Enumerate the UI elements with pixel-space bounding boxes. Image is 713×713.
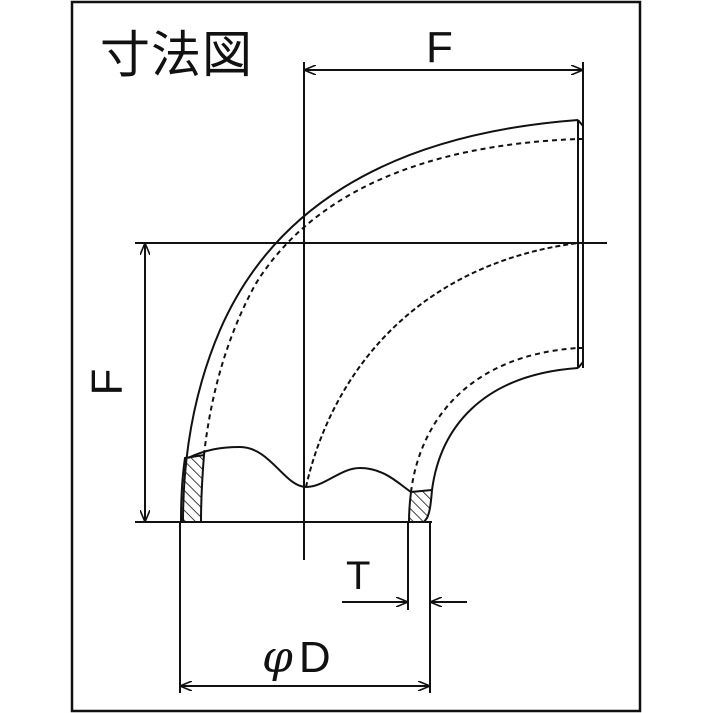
diameter-label: D bbox=[298, 633, 331, 682]
diameter-symbol: φ bbox=[262, 632, 293, 683]
elbow-inner-wall bbox=[431, 367, 579, 491]
diagram-title: 寸法図 bbox=[100, 26, 253, 84]
elbow-outer-inner-surface bbox=[203, 138, 579, 456]
break-line bbox=[187, 445, 412, 493]
thickness-label: T bbox=[346, 554, 371, 598]
drawing-frame bbox=[70, 0, 642, 713]
elbow-inner-surface bbox=[410, 347, 579, 493]
top-f-label: F bbox=[426, 23, 453, 72]
elbow-outer-wall bbox=[182, 119, 579, 523]
section-hatch-left bbox=[179, 453, 206, 523]
section-hatch-right bbox=[407, 488, 434, 523]
elbow-center-arc bbox=[305, 242, 579, 488]
right-end-bevel-top bbox=[577, 119, 584, 127]
right-end-bevel-bottom bbox=[577, 361, 584, 369]
left-f-label: F bbox=[82, 368, 132, 396]
